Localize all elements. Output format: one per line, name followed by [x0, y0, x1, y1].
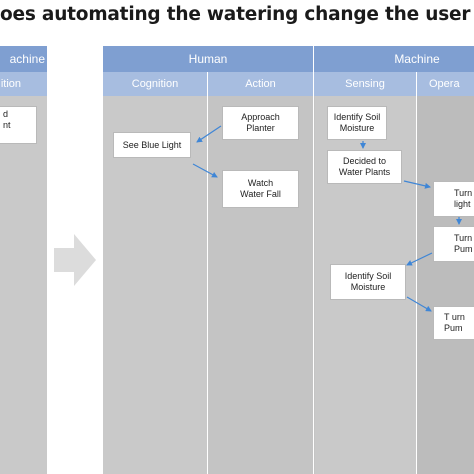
machine-header: Machine [314, 46, 474, 72]
see-blue-light-box: See Blue Light [113, 132, 191, 158]
turn-light-box: Turn light [433, 181, 474, 217]
left-cognition-subheader: ition [0, 72, 47, 96]
action-subheader: Action [208, 72, 313, 96]
cognition-subheader: Cognition [103, 72, 207, 96]
diagram-title: oes automating the watering change the u… [0, 4, 474, 25]
header-divider [313, 46, 314, 96]
watch-water-fall-box: Watch Water Fall [222, 170, 299, 208]
decided-to-water-box: Decided to Water Plants [327, 150, 402, 184]
machine-operation-column [416, 96, 474, 474]
left-partial-box-line-1: d [3, 109, 9, 119]
identify-soil-moisture-box-2: Identify Soil Moisture [330, 264, 406, 300]
identify-soil-moisture-box-1: Identify Soil Moisture [327, 106, 387, 140]
operation-subheader: Opera [417, 72, 474, 96]
human-action-column [208, 96, 315, 474]
column-divider-human-machine [313, 72, 314, 474]
left-machine-header: achine [0, 46, 47, 72]
transition-arrow-shape [54, 234, 96, 286]
turn-pump-off-box: T urn Pum [433, 306, 474, 340]
column-divider-sensing-operation [416, 72, 417, 474]
turn-pump-box: Turn Pum [433, 226, 474, 262]
approach-planter-box: Approach Planter [222, 106, 299, 140]
left-partial-box: d nt [0, 106, 37, 144]
column-divider-cognition-action [207, 72, 208, 474]
human-header: Human [103, 46, 313, 72]
left-partial-box-line-2: nt [3, 120, 11, 130]
sensing-subheader: Sensing [314, 72, 416, 96]
